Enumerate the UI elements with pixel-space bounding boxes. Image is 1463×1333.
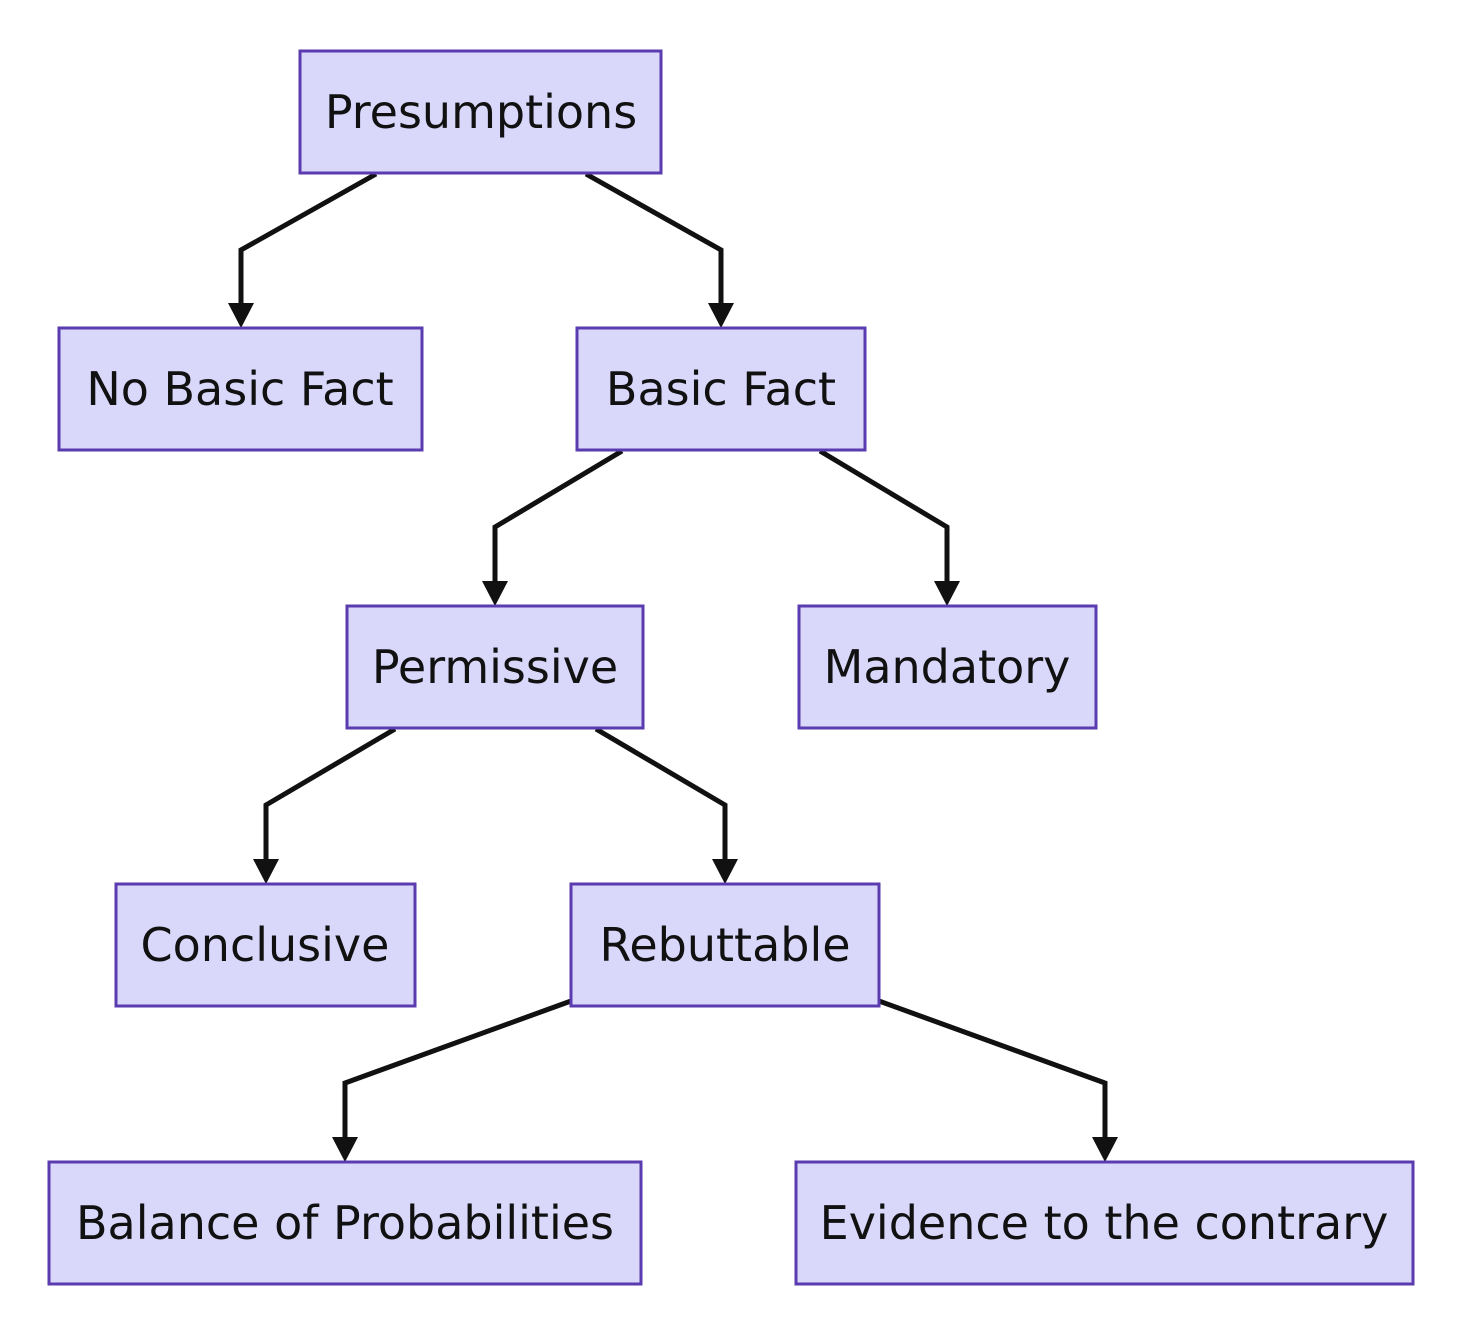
node-label-conclusive: Conclusive: [141, 918, 390, 972]
edge-presumptions-to-basic-fact: [584, 171, 734, 328]
arrowhead-icon: [228, 303, 254, 328]
edge-basic-fact-to-permissive: [482, 448, 624, 606]
edge-permissive-to-conclusive: [253, 726, 397, 884]
arrowhead-icon: [482, 581, 508, 606]
node-label-mandatory: Mandatory: [824, 640, 1071, 694]
edge-presumptions-to-no-basic-fact: [228, 171, 378, 328]
edges: [228, 171, 1118, 1162]
node-conclusive[interactable]: Conclusive: [114, 882, 417, 1008]
node-label-balance-of-probabilities: Balance of Probabilities: [76, 1196, 614, 1250]
node-mandatory[interactable]: Mandatory: [797, 604, 1098, 730]
node-label-rebuttable: Rebuttable: [599, 918, 850, 972]
arrowhead-icon: [1092, 1137, 1118, 1162]
edge-rebuttable-to-evidence-to-the-contrary: [878, 998, 1118, 1162]
node-label-evidence-to-the-contrary: Evidence to the contrary: [820, 1196, 1389, 1250]
node-no-basic-fact[interactable]: No Basic Fact: [57, 326, 424, 452]
node-rebuttable[interactable]: Rebuttable: [569, 882, 881, 1008]
node-evidence-to-the-contrary[interactable]: Evidence to the contrary: [794, 1160, 1415, 1286]
edge-permissive-to-rebuttable: [594, 726, 738, 884]
arrowhead-icon: [332, 1137, 358, 1162]
arrowhead-icon: [253, 859, 279, 884]
node-label-basic-fact: Basic Fact: [606, 362, 836, 416]
node-label-no-basic-fact: No Basic Fact: [86, 362, 393, 416]
node-balance-of-probabilities[interactable]: Balance of Probabilities: [47, 1160, 643, 1286]
arrowhead-icon: [708, 303, 734, 328]
arrowhead-icon: [934, 581, 960, 606]
node-label-presumptions: Presumptions: [325, 85, 637, 139]
node-label-permissive: Permissive: [372, 640, 618, 694]
node-permissive[interactable]: Permissive: [345, 604, 645, 730]
edge-basic-fact-to-mandatory: [818, 448, 960, 606]
edge-rebuttable-to-balance-of-probabilities: [332, 998, 572, 1162]
arrowhead-icon: [712, 859, 738, 884]
node-presumptions[interactable]: Presumptions: [298, 49, 663, 175]
node-basic-fact[interactable]: Basic Fact: [575, 326, 867, 452]
nodes: Presumptions No Basic Fact Basic Fact Pe…: [47, 49, 1415, 1286]
